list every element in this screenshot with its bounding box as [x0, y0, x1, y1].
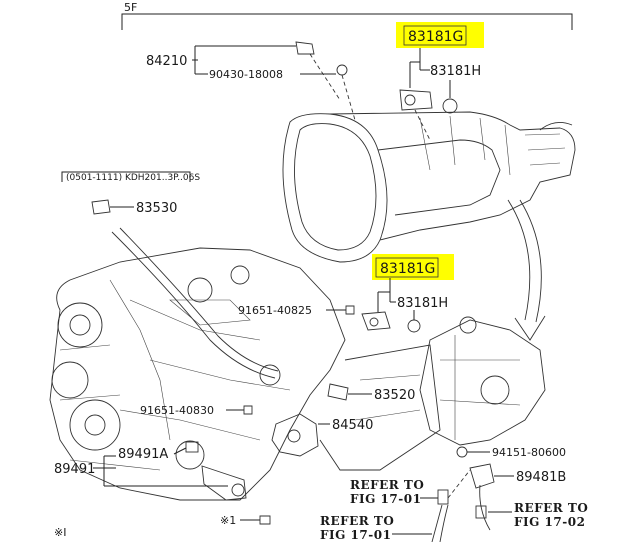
label-89481b: 89481B [516, 470, 566, 485]
refer-line2: FIG 17-01 [320, 528, 391, 542]
section-frame: 5F [121, 1, 573, 30]
label-83520: 83520 [374, 388, 415, 403]
footnote-mark: ※I [54, 526, 66, 539]
part-89481b[interactable]: 89481B [469, 463, 566, 489]
refer-fig-17-01-b[interactable]: REFER TO FIG 17-01 [320, 514, 432, 542]
part-90430-18008[interactable]: 90430-18008 [194, 53, 356, 121]
part-89491a[interactable]: 89491A [118, 441, 199, 462]
part-89491[interactable]: 89491 [54, 455, 247, 501]
label-84210: 84210 [146, 54, 187, 69]
part-83530[interactable]: 83530 [91, 199, 177, 216]
refer-line2: FIG 17-01 [350, 492, 421, 506]
part-83181g-top[interactable]: 83181G [396, 22, 484, 141]
refer-line1: REFER TO [350, 478, 424, 492]
engine-illustration [49, 227, 546, 542]
part-94151-80600[interactable]: 94151-80600 [456, 446, 566, 459]
refer-line1: REFER TO [320, 514, 394, 528]
part-84210[interactable]: 84210 [146, 41, 315, 69]
refer-line1: REFER TO [514, 501, 588, 515]
label-94151-80600: 94151-80600 [492, 446, 566, 459]
label-90430-18008: 90430-18008 [209, 68, 283, 81]
part-83181h-mid[interactable]: 83181H [389, 292, 448, 333]
label-91651-40825: 91651-40825 [238, 304, 312, 317]
label-83530: 83530 [136, 201, 177, 216]
applicability-box: (0501-1111) KDH201..3P..06S [61, 171, 200, 183]
label-star1: ※1 [220, 514, 236, 527]
label-83181h-top: 83181H [430, 64, 481, 79]
label-83181h-mid: 83181H [397, 296, 448, 311]
part-83520[interactable]: 83520 [327, 383, 415, 403]
label-83181g-mid: 83181G [380, 261, 435, 277]
label-89491a: 89491A [118, 447, 168, 462]
part-83181g-mid[interactable]: 83181G [361, 254, 454, 331]
refer-line2: FIG 17-02 [514, 515, 585, 529]
part-star1[interactable]: ※1 [220, 514, 271, 527]
label-89491: 89491 [54, 462, 95, 477]
transmission-illustration [282, 111, 576, 341]
part-84540[interactable]: 84540 [271, 413, 373, 457]
label-84540: 84540 [332, 418, 373, 433]
part-91651-40830[interactable]: 91651-40830 [140, 404, 253, 417]
part-83181h-top[interactable]: 83181H [419, 62, 481, 114]
refer-fig-17-01-a[interactable]: REFER TO FIG 17-01 [350, 478, 438, 506]
part-91651-40825[interactable]: 91651-40825 [238, 304, 355, 317]
connectors [437, 469, 487, 519]
label-83181g-top: 83181G [408, 29, 463, 45]
refer-fig-17-02[interactable]: REFER TO FIG 17-02 [488, 501, 588, 529]
label-91651-40830: 91651-40830 [140, 404, 214, 417]
applicability-note: (0501-1111) KDH201..3P..06S [66, 173, 200, 183]
section-code: 5F [124, 1, 137, 14]
